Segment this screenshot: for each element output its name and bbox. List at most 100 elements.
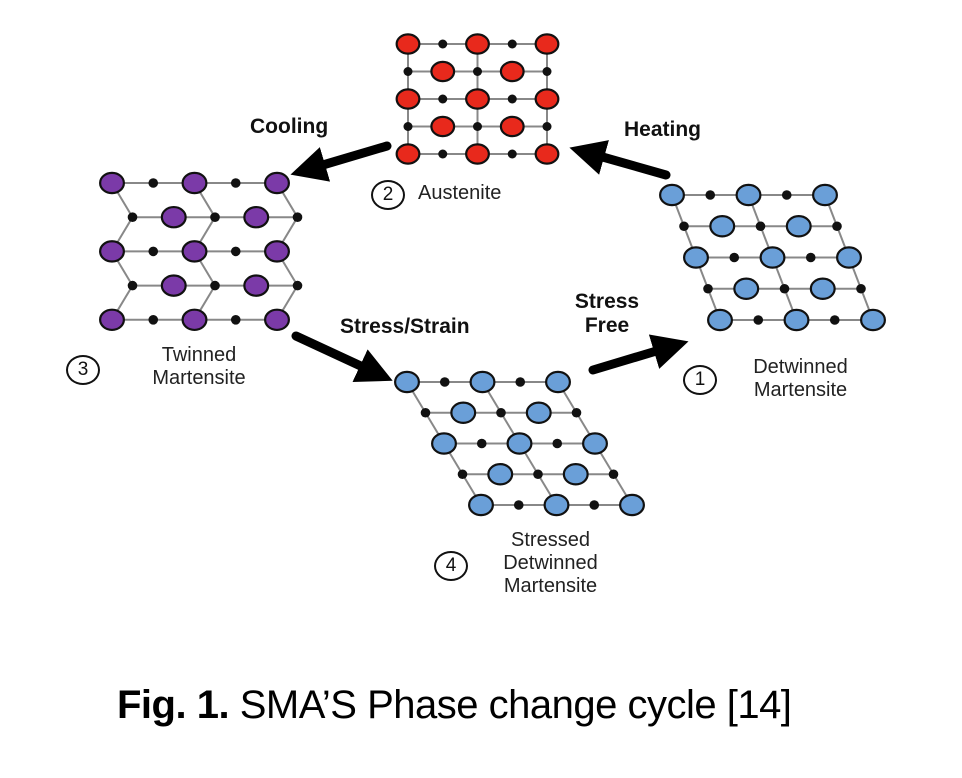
small-atom: [571, 407, 582, 418]
austenite-label: Austenite: [418, 182, 501, 205]
large-atom: [487, 463, 514, 486]
figure-caption: Fig. 1. SMA’S Phase change cycle [14]: [117, 683, 792, 728]
small-atom: [542, 122, 552, 131]
small-atom: [729, 252, 740, 263]
small-atom: [829, 315, 840, 325]
large-atom: [659, 183, 685, 207]
small-atom: [438, 94, 448, 104]
phase-number-4: 4: [434, 551, 468, 581]
twinned-label-line-1: Twinned: [161, 344, 237, 366]
large-atom: [709, 215, 736, 238]
figure-caption-prefix: Fig. 1.: [117, 683, 230, 727]
large-atom: [543, 493, 570, 517]
twinned-label-line-2: Martensite: [152, 367, 246, 389]
large-atom: [534, 33, 560, 55]
small-atom: [292, 280, 303, 291]
small-atom: [507, 149, 517, 159]
small-atom: [230, 246, 241, 257]
large-atom: [499, 115, 525, 138]
small-atom: [148, 246, 159, 257]
large-atom: [160, 274, 187, 297]
large-atom: [465, 88, 490, 110]
small-atom: [457, 469, 468, 480]
small-atom: [292, 212, 303, 222]
small-atom: [476, 438, 487, 449]
large-atom: [181, 308, 208, 332]
stressed-detwinned-martensite-label: Stressed Detwinned Martensite: [478, 529, 623, 598]
detwinned-label-line-2: Martensite: [753, 379, 848, 401]
cooling-arrow: [290, 141, 392, 182]
large-atom: [860, 308, 886, 332]
heating-label: Heating: [624, 118, 702, 141]
large-atom: [243, 274, 270, 297]
stress-free-label-text: Stress Free: [574, 290, 640, 337]
small-atom: [753, 315, 764, 325]
small-atom: [438, 39, 448, 49]
stressed-label-line-1: Stressed: [511, 529, 590, 551]
large-atom: [450, 401, 477, 424]
small-atom: [781, 190, 792, 200]
large-atom: [469, 370, 496, 394]
large-atom: [707, 308, 733, 332]
stress-strain-label: Stress/Strain: [340, 315, 470, 338]
large-atom: [430, 60, 456, 83]
small-atom: [856, 283, 866, 294]
small-atom: [832, 221, 842, 232]
large-atom: [582, 432, 608, 455]
large-atom: [99, 308, 125, 332]
stress-free-label: Stress Free: [560, 290, 654, 338]
large-atom: [506, 432, 533, 455]
small-atom: [755, 221, 766, 232]
large-atom: [181, 240, 208, 263]
small-atom: [703, 283, 713, 294]
stress-strain-arrow: [291, 331, 393, 383]
large-atom: [394, 370, 420, 394]
small-atom: [507, 39, 517, 49]
small-atom: [473, 122, 482, 131]
detwinned-martensite-lattice: [659, 183, 886, 332]
small-atom: [230, 178, 241, 188]
small-atom: [679, 221, 689, 232]
large-atom: [809, 277, 836, 300]
small-atom: [127, 212, 138, 222]
large-atom: [99, 240, 125, 263]
large-atom: [264, 308, 290, 332]
twinned-martensite-lattice: [99, 171, 303, 332]
small-atom: [438, 149, 448, 159]
large-atom: [395, 88, 421, 110]
large-atom: [534, 88, 560, 110]
large-atom: [534, 143, 560, 165]
large-atom: [783, 308, 810, 332]
large-atom: [395, 143, 421, 165]
small-atom: [589, 500, 600, 510]
large-atom: [525, 401, 552, 424]
cooling-label: Cooling: [250, 115, 329, 138]
small-atom: [403, 67, 413, 76]
large-atom: [395, 33, 421, 55]
large-atom: [243, 205, 270, 229]
small-atom: [148, 178, 159, 188]
small-atom: [805, 252, 816, 263]
small-atom: [230, 315, 241, 325]
large-atom: [430, 115, 456, 138]
small-atom: [420, 407, 431, 418]
large-atom: [431, 432, 457, 455]
austenite-lattice: [395, 33, 560, 165]
large-atom: [99, 171, 125, 195]
small-atom: [513, 500, 524, 510]
large-atom: [545, 370, 571, 394]
large-atom: [733, 277, 760, 300]
small-atom: [533, 469, 543, 480]
small-atom: [542, 67, 552, 76]
small-atom: [127, 280, 138, 291]
stress-free-arrow: [588, 334, 689, 375]
phase-number-1: 1: [683, 365, 717, 395]
detwinned-martensite-label: Detwinned Martensite: [728, 356, 873, 402]
large-atom: [264, 171, 290, 195]
small-atom: [210, 212, 220, 222]
large-atom: [619, 493, 645, 517]
small-atom: [507, 94, 517, 104]
detwinned-label-line-1: Detwinned: [753, 356, 848, 378]
phase-number-3: 3: [66, 355, 100, 385]
